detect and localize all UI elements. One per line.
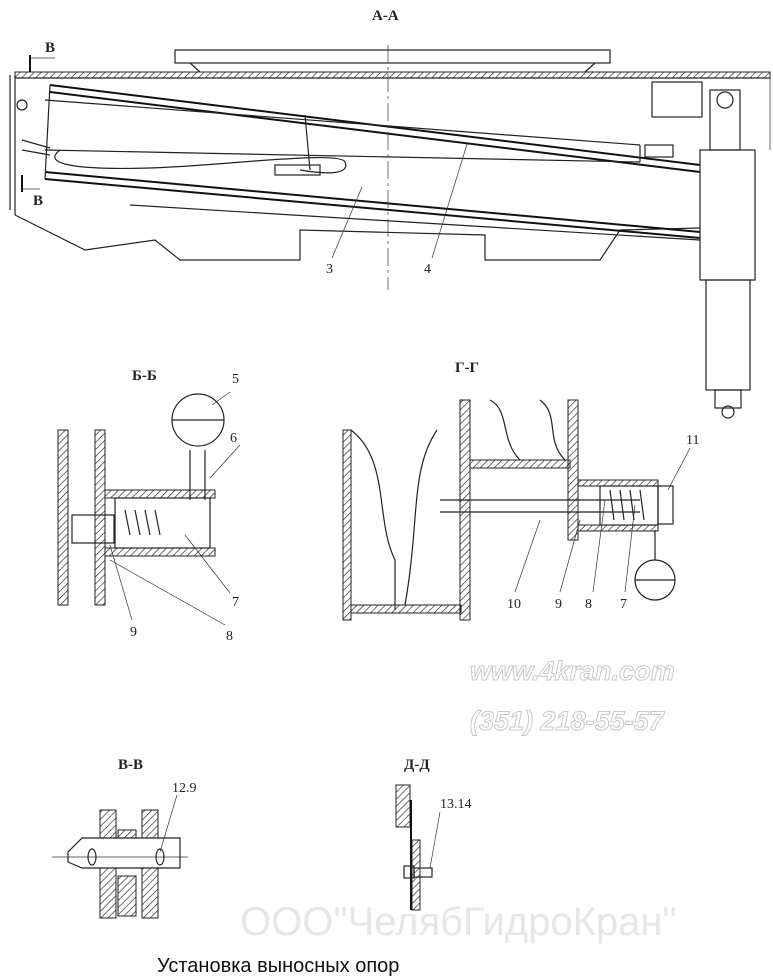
callout-11: 11 <box>686 433 699 448</box>
section-label-b-b: Б-Б <box>132 368 157 384</box>
callout-6: 6 <box>230 431 237 446</box>
section-a-a: А-А В В 3 4 <box>9 8 771 419</box>
callout-7: 7 <box>620 597 627 612</box>
callout-10: 10 <box>507 597 521 612</box>
section-d-d: Д-Д 13.14 <box>395 757 472 911</box>
section-marker-v-bottom: В <box>33 193 43 209</box>
watermark-site: www.4kran.com <box>470 656 675 686</box>
callout-3: 3 <box>326 262 333 277</box>
callout-13-14: 13.14 <box>440 797 472 812</box>
callout-8: 8 <box>585 597 592 612</box>
callout-8: 8 <box>226 629 233 644</box>
section-marker-v-top: В <box>45 40 55 56</box>
section-label-d-d: Д-Д <box>404 757 430 773</box>
section-g-g: Г-Г 11 10 9 8 7 <box>342 360 699 621</box>
section-b-b: Б-Б 5 6 7 8 9 <box>57 368 241 644</box>
section-label-v-v: В-В <box>118 757 143 773</box>
callout-4: 4 <box>424 262 431 277</box>
section-label-g-g: Г-Г <box>455 360 479 376</box>
callout-12-9: 12.9 <box>172 781 197 796</box>
drawing-title: Установка выносных опор <box>157 955 399 977</box>
callout-9: 9 <box>130 625 137 640</box>
watermark-company: ООО"ЧелябГидроКран" <box>240 900 677 944</box>
section-label-a-a: А-А <box>372 8 399 24</box>
section-v-v: В-В 12.9 <box>52 757 197 919</box>
watermark-phone: (351) 218-55-57 <box>470 706 666 736</box>
callout-7: 7 <box>232 595 239 610</box>
watermarks: www.4kran.com (351) 218-55-57 ООО"ЧелябГ… <box>240 656 677 945</box>
callout-5: 5 <box>232 372 239 387</box>
callout-9: 9 <box>555 597 562 612</box>
